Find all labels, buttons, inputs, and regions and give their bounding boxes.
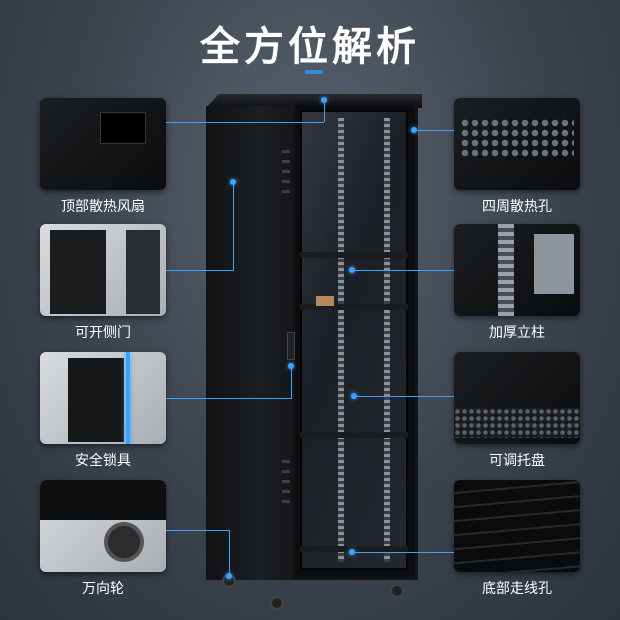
top-fan-icon: [40, 98, 166, 190]
cabinet-side-panel: [206, 106, 294, 580]
front-rail-right: [384, 118, 390, 562]
connector-line: [291, 366, 292, 398]
title-underline: [305, 70, 323, 74]
page-title: 全方位解析: [200, 24, 420, 70]
vent-slot: [282, 150, 290, 153]
feature-label-lock: 安全锁具: [75, 453, 131, 469]
connector-line: [414, 130, 454, 131]
connector-line: [352, 270, 454, 271]
vent-slot: [282, 460, 290, 463]
feature-label-tray: 可调托盘: [489, 453, 545, 469]
connector-line: [166, 530, 230, 531]
feature-label-caster: 万向轮: [82, 581, 124, 597]
side-door-icon: [40, 224, 166, 316]
front-rail-left: [338, 118, 344, 562]
vent-holes-icon: [454, 98, 580, 190]
connector-dot: [226, 573, 232, 579]
vent-slot: [282, 160, 290, 163]
connector-line: [233, 182, 234, 270]
feature-label-top-fan: 顶部散热风扇: [61, 199, 145, 215]
adjustable-tray-icon: [454, 352, 580, 444]
connector-dot: [230, 179, 236, 185]
connector-dot: [288, 363, 294, 369]
connector-line: [352, 552, 454, 553]
shelf: [300, 432, 408, 438]
door-handle: [287, 332, 295, 360]
vent-slot: [282, 170, 290, 173]
vent-slot: [282, 480, 290, 483]
caster-foot: [270, 596, 284, 610]
feature-label-thick-rail: 加厚立柱: [489, 325, 545, 341]
connector-dot: [349, 267, 355, 273]
connector-line: [166, 270, 234, 271]
connector-line: [324, 100, 325, 122]
thick-rail-icon: [454, 224, 580, 316]
connector-dot: [321, 97, 327, 103]
vent-slot: [282, 470, 290, 473]
vent-slot: [282, 180, 290, 183]
caster-foot: [390, 584, 404, 598]
vent-slot: [282, 190, 290, 193]
feature-label-cable-hole: 底部走线孔: [482, 581, 552, 597]
lock-icon: [40, 352, 166, 444]
shelf: [300, 304, 408, 310]
connector-line: [166, 122, 324, 123]
box-item: [316, 296, 334, 306]
cabinet-glass-door: [300, 110, 408, 570]
feature-label-vent-holes: 四周散热孔: [482, 199, 552, 215]
caster-wheel-icon: [40, 480, 166, 572]
connector-dot: [411, 127, 417, 133]
vent-slot: [282, 500, 290, 503]
connector-dot: [351, 393, 357, 399]
shelf: [300, 252, 408, 258]
connector-line: [166, 398, 292, 399]
connector-line: [229, 530, 230, 576]
feature-label-side-door: 可开侧门: [75, 325, 131, 341]
cable-hole-icon: [454, 480, 580, 572]
connector-dot: [349, 549, 355, 555]
connector-line: [354, 396, 454, 397]
vent-slot: [282, 490, 290, 493]
